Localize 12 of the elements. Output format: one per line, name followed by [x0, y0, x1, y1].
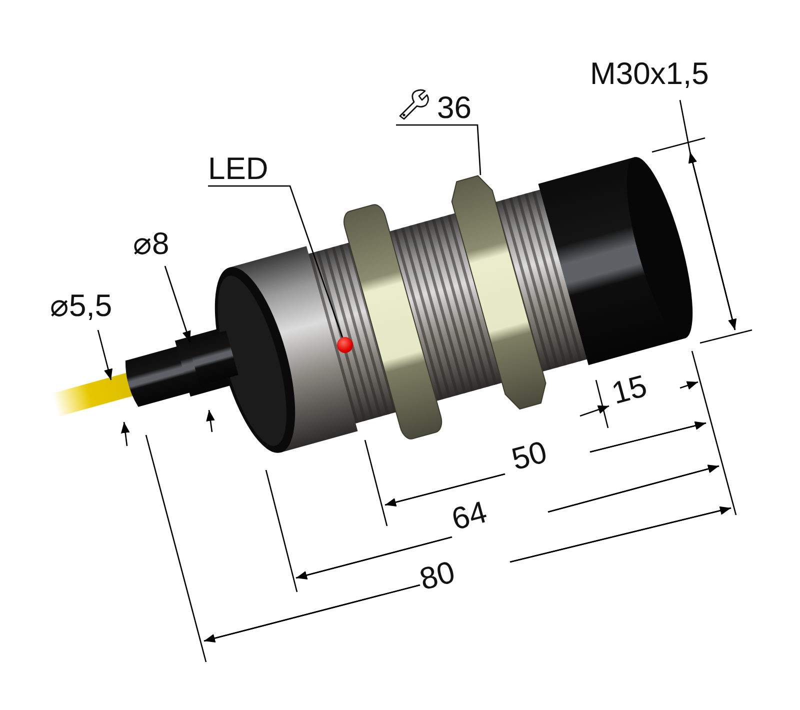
diameter-label: ⌀8	[133, 228, 170, 259]
hex-nut	[451, 175, 546, 410]
dimension-value: 15	[608, 370, 650, 409]
dimension-value: 64	[448, 496, 490, 535]
thread-size-label: M30x1,5	[590, 58, 709, 89]
leader-line	[208, 185, 343, 338]
led-label: LED	[208, 153, 268, 184]
leader-line	[396, 124, 482, 176]
dimension-value: 50	[508, 436, 550, 475]
wrench-size-label: 36	[437, 90, 472, 125]
dimension-value: 80	[416, 556, 458, 595]
diameter-label: ⌀5,5	[50, 290, 112, 321]
